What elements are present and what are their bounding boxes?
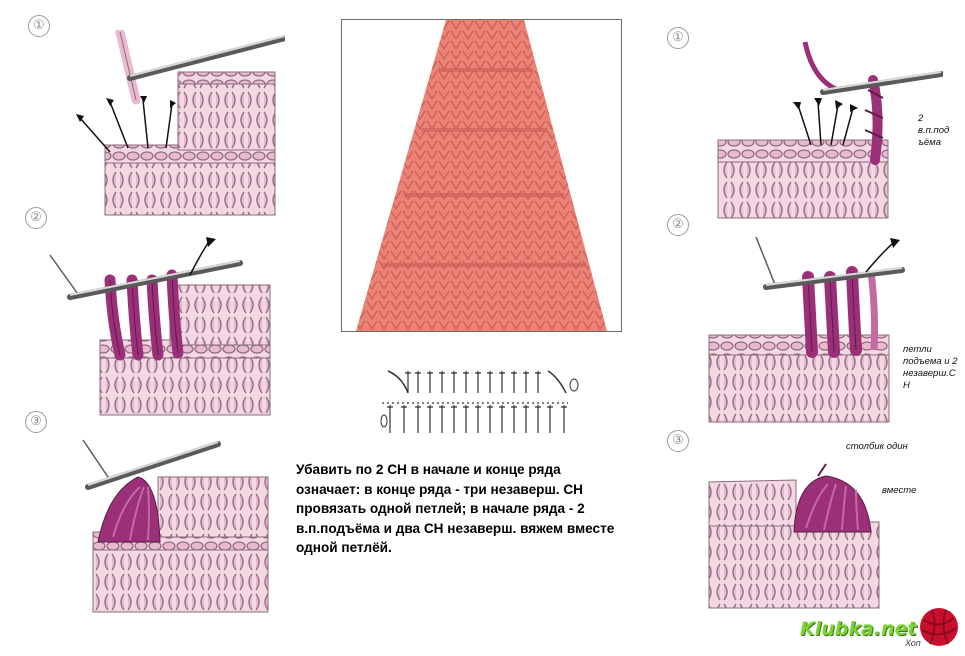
step-number-right-2: ② (667, 214, 689, 236)
illustration-left-step-3 (78, 432, 273, 617)
step-number-left-3: ③ (25, 411, 47, 433)
step-number-right-3: ③ (667, 430, 689, 452)
note-stitch-together-1: столбик один (846, 441, 908, 452)
note-chain-up-line-3: ъёма (918, 137, 941, 148)
step-number-left-1: ① (28, 15, 50, 37)
note-loops-line-3: незаверш.С (903, 368, 956, 379)
instruction-line-2: означает: в конце ряда - три незаверш. С… (296, 481, 583, 497)
watermark-caption: Хоп (905, 638, 921, 648)
illustration-right-step-1 (713, 40, 943, 222)
illustration-left-step-2 (40, 235, 275, 420)
note-loops-line-4: Н (903, 380, 910, 391)
instruction-line-3: провязать одной петлей; в начале ряда - … (296, 501, 585, 516)
yarn-ball-icon (920, 608, 958, 646)
illustration-right-step-2 (706, 232, 906, 427)
note-loops-line-1: петли (903, 344, 932, 355)
illustration-right-step-3 (706, 462, 886, 612)
note-chain-up-line-1: 2 (918, 113, 924, 124)
step-number-left-2: ② (25, 207, 47, 229)
illustration-left-step-1 (70, 30, 285, 220)
crochet-symbol-chart (378, 363, 580, 438)
note-loops-line-2: подъема и 2 (903, 356, 958, 367)
knitted-fabric-photo (341, 19, 622, 332)
note-chain-up-line-2: в.п.под (918, 125, 950, 136)
note-loops-unfinished: петли подъема и 2 незаверш.С Н (903, 344, 957, 392)
decrease-instructions: Убавить по 2 СН в начале и конце ряда оз… (296, 460, 681, 558)
klubka-logo: Klubka.net (800, 618, 917, 640)
step-number-right-1: ① (667, 27, 689, 49)
note-chain-up: 2 в.п.под ъёма (918, 113, 949, 149)
instruction-line-5: одной петлёй. (296, 540, 392, 555)
instruction-line-1: Убавить по 2 СН в начале и конце ряда (296, 462, 561, 477)
note-stitch-together-2: вместе (882, 485, 917, 496)
instruction-line-4: в.п.подъёма и два СН незаверш. вяжем вме… (296, 520, 615, 536)
